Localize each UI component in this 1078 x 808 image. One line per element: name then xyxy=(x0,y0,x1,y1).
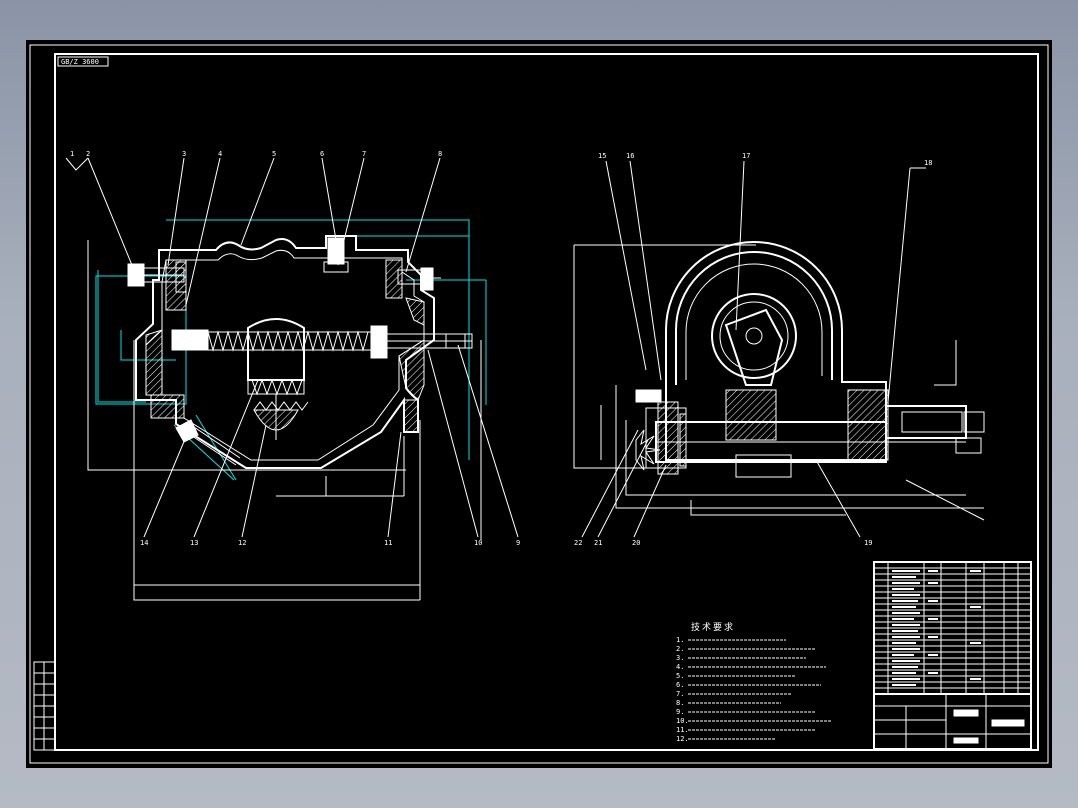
front-balloons-bottom: 14 13 12 11 10 9 xyxy=(140,539,520,547)
inner-border xyxy=(54,53,1039,751)
balloon-21: 21 xyxy=(594,539,602,547)
output-shaft xyxy=(635,389,985,475)
balloon-12: 12 xyxy=(238,539,246,547)
balloon-10: 10 xyxy=(474,539,482,547)
parts-list-entries xyxy=(892,570,981,686)
parts-list-table xyxy=(873,561,1032,695)
balloon-1: 1 xyxy=(70,150,74,158)
tech-requirements-title: 技术要求 xyxy=(691,621,735,633)
side-leaders-top xyxy=(605,160,926,403)
lead-screw xyxy=(171,325,473,359)
req-item: 1. xyxy=(676,636,684,644)
balloon-11: 11 xyxy=(384,539,392,547)
cad-drawing: GB/Z 3600 xyxy=(29,44,1049,764)
req-item: 10. xyxy=(676,717,689,725)
side-leaders-bottom xyxy=(581,429,861,538)
req-item: 7. xyxy=(676,690,684,698)
balloon-20: 20 xyxy=(632,539,640,547)
balloon-6: 6 xyxy=(320,150,324,158)
balloon-8: 8 xyxy=(438,150,442,158)
front-dimensions xyxy=(95,219,487,481)
balloon-5: 5 xyxy=(272,150,276,158)
sheet-code: GB/Z 3600 xyxy=(61,58,99,66)
req-item: 6. xyxy=(676,681,684,689)
side-balloons-bottom: 22 21 20 19 xyxy=(574,539,872,547)
bolt-left-top xyxy=(127,261,187,293)
req-item: 11. xyxy=(676,726,689,734)
balloon-13: 13 xyxy=(190,539,198,547)
req-item: 4. xyxy=(676,663,684,671)
balloon-3: 3 xyxy=(182,150,186,158)
balloon-19: 19 xyxy=(864,539,872,547)
drain-plug xyxy=(175,419,241,466)
balloon-7: 7 xyxy=(362,150,366,158)
side-balloons-top: 15 16 17 18 xyxy=(598,152,932,167)
balloon-2: 2 xyxy=(86,150,90,158)
tech-requirements-list: 1. 2. 3. 4. 5. 6. 7. 8. 9. 10. 11. 12. xyxy=(676,636,689,743)
front-balloons-top: 1 2 3 4 5 6 7 8 xyxy=(70,150,442,158)
side-section-view: 15 16 17 18 22 21 20 19 xyxy=(573,152,985,547)
front-extension-lines xyxy=(87,240,482,601)
technical-requirements: 技术要求 1. 2. 3. 4. 5. 6. 7. 8. 9. 10. 11. … xyxy=(676,621,831,743)
balloon-22: 22 xyxy=(574,539,582,547)
balloon-17: 17 xyxy=(742,152,750,160)
req-item: 2. xyxy=(676,645,684,653)
balloon-16: 16 xyxy=(626,152,634,160)
balloon-14: 14 xyxy=(140,539,148,547)
bolt-right-top xyxy=(397,267,441,291)
balloon-18: 18 xyxy=(924,159,932,167)
tech-requirements-text-lines xyxy=(688,639,831,740)
front-section-view: 1 2 3 4 5 6 7 8 14 13 12 11 10 9 xyxy=(65,150,520,601)
req-item: 5. xyxy=(676,672,684,680)
front-leaders-top xyxy=(65,157,441,306)
sector-gear xyxy=(253,394,309,440)
req-item: 3. xyxy=(676,654,684,662)
parts-list-rows xyxy=(874,567,1031,689)
revision-strip xyxy=(33,661,56,751)
req-item: 8. xyxy=(676,699,684,707)
req-item: 9. xyxy=(676,708,684,716)
drawing-sheet: GB/Z 3600 xyxy=(26,40,1052,768)
drawing-border xyxy=(29,44,1049,764)
bolt-top-center xyxy=(323,237,349,273)
title-block xyxy=(873,693,1032,750)
req-item: 12. xyxy=(676,735,689,743)
balloon-4: 4 xyxy=(218,150,222,158)
gear-housing xyxy=(135,235,435,469)
front-leaders-bottom xyxy=(143,344,519,538)
worm-housing xyxy=(665,241,887,461)
balloon-9: 9 xyxy=(516,539,520,547)
side-extension-lines xyxy=(573,244,985,521)
sheet-code-box xyxy=(57,56,109,67)
balloon-15: 15 xyxy=(598,152,606,160)
